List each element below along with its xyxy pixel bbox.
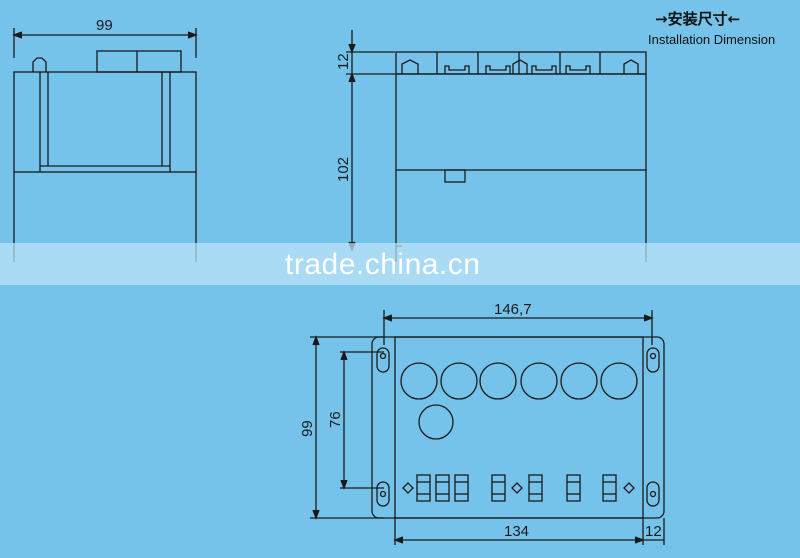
large-terminal xyxy=(400,362,438,400)
bottom-overall-width-label: 146,7 xyxy=(494,301,532,318)
small-terminal xyxy=(528,474,543,502)
bottom-hole-spacing-height-label: 76 xyxy=(327,411,344,428)
front-view: 12 102 xyxy=(335,30,647,262)
installation-title-cn: →安装尺寸← xyxy=(655,10,741,28)
front-body-height-label: 102 xyxy=(335,157,352,182)
bottom-view: 146,7 99 76 xyxy=(299,301,665,545)
small-terminal xyxy=(491,474,506,502)
installation-title-en: Installation Dimension xyxy=(648,32,776,47)
small-terminal xyxy=(435,474,450,502)
large-terminal xyxy=(520,362,558,400)
large-terminal xyxy=(560,362,598,400)
bottom-overall-height-label: 99 xyxy=(299,420,316,437)
small-terminal xyxy=(566,474,581,502)
small-terminal xyxy=(602,474,617,502)
small-terminal xyxy=(416,474,431,502)
large-terminal xyxy=(440,362,478,400)
bottom-hole-spacing-width-label: 134 xyxy=(504,523,529,540)
side-width-label: 99 xyxy=(96,17,113,34)
front-connector-height-label: 12 xyxy=(335,53,352,70)
large-terminal xyxy=(600,362,638,400)
watermark-band xyxy=(0,243,800,285)
large-terminal xyxy=(418,404,454,440)
bottom-edge-offset-label: 12 xyxy=(645,523,662,540)
large-terminal xyxy=(479,362,517,400)
watermark-text: trade.china.cn xyxy=(285,248,481,281)
side-view: 99 xyxy=(12,17,198,262)
small-terminal xyxy=(454,474,469,502)
